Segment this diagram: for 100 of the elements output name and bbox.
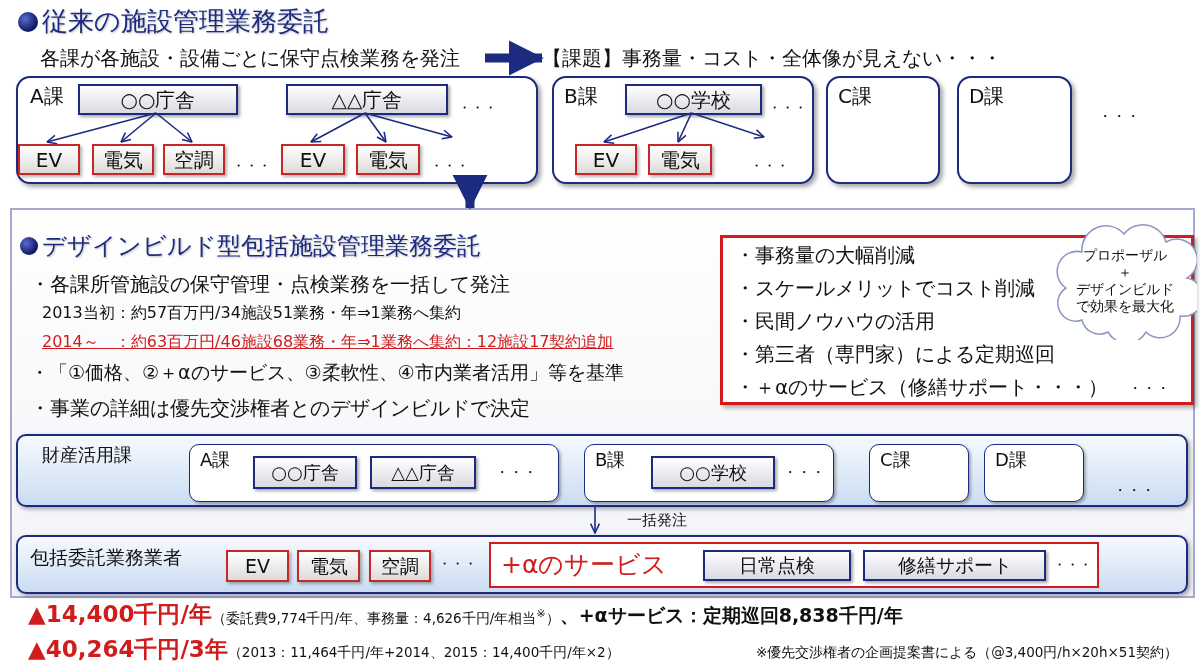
arrow [46, 112, 157, 145]
bullet-text: ・＋αのサービス（修繕サポート・・・） [735, 375, 1109, 399]
facility-box [253, 456, 357, 489]
callout-text: ＋ [1116, 264, 1133, 281]
section-box [16, 76, 538, 184]
contractor-band [16, 535, 1188, 594]
edge-label: 一括発注 [627, 511, 687, 530]
arrow [677, 112, 693, 143]
equipment-box [226, 550, 289, 582]
section-box [552, 76, 814, 184]
section-box [869, 444, 969, 502]
box-label: ○○学校 [656, 87, 731, 112]
section-heading: デザインビルド型包括施設管理業務委託 [42, 232, 481, 261]
box-label: 財産活用課 [42, 444, 132, 466]
equipment-box [575, 144, 637, 175]
equipment-box [281, 144, 345, 175]
arrow [155, 112, 193, 143]
section-box [984, 444, 1084, 502]
ellipsis: ・・・ [750, 158, 789, 174]
facility-box [863, 550, 1046, 581]
service-heading: +αのサービス [501, 550, 668, 580]
ellipsis: ・・・ [458, 100, 497, 116]
arrow [690, 112, 765, 139]
equipment-box [369, 550, 431, 582]
note-text: 2013当初：約57百万円/34施設51業務・年⇒1業務へ集約 [42, 303, 461, 323]
note-text: 2014～ ：約63百万円/46施設68業務・年⇒1業務へ集約：12施設17契約追加 [42, 332, 614, 352]
ellipsis: ・・・ [1098, 108, 1140, 126]
bullet-text: ・事務量の大幅削減 [735, 243, 915, 267]
bullet-text: ・事業の詳細は優先交渉権者とのデザインビルドで決定 [30, 396, 530, 420]
note-text: 、+αサービス：定期巡回8,838千円/年 [559, 603, 903, 628]
ellipsis: ・・・ [495, 464, 537, 481]
ellipsis: ・・・ [1113, 482, 1155, 499]
arrow [589, 504, 601, 534]
ellipsis: ・・・ [783, 464, 825, 481]
ellipsis: ・・・ [232, 158, 271, 174]
box-label: D課 [995, 449, 1027, 471]
box-label: EV [299, 147, 327, 172]
note-text: （2013：11,464千円/年+2014、2015：14,400千円/年×2） [227, 644, 620, 660]
ellipsis: ・・・ [1053, 557, 1092, 573]
box-label: A課 [30, 84, 64, 108]
arrow [364, 112, 453, 140]
box-label: △△庁舎 [391, 461, 455, 484]
equipment-box [92, 144, 154, 175]
box-label: D課 [969, 84, 1005, 108]
box-label: C課 [880, 449, 911, 471]
box-label: 空調 [174, 147, 214, 172]
arrow [310, 112, 366, 143]
bullet-text: ・民間ノウハウの活用 [735, 309, 935, 333]
bullet-text: ・各課所管施設の保守管理・点検業務を一括して発注 [30, 272, 510, 296]
box-label: ○○庁舎 [271, 461, 339, 484]
arrow [603, 112, 693, 144]
arrow [364, 112, 387, 143]
ellipsis: ・・・ [438, 556, 477, 572]
note-text: ※優先交渉権者の企画提案書による（@3,400円/h×20h×51契約） [755, 644, 1178, 662]
page-title: 従来の施設管理業務委託 [42, 6, 329, 38]
box-label: A課 [200, 449, 231, 471]
facility-box [78, 84, 238, 115]
callout-text: デザインビルドで効果を最大化 [1074, 281, 1175, 315]
saving-figure: ▲14,400千円/年 [28, 600, 212, 629]
ellipsis: ・・・ [430, 158, 469, 174]
ellipsis: ・・・ [768, 100, 807, 116]
section-box [584, 444, 834, 502]
facility-box [651, 456, 775, 489]
box-label: 空調 [381, 554, 419, 578]
box-label: C課 [838, 84, 872, 108]
equipment-box [18, 144, 80, 175]
equipment-box [648, 144, 712, 175]
facility-box [625, 84, 762, 115]
arrow [120, 112, 157, 143]
section-box [826, 76, 940, 184]
department-band [16, 434, 1188, 507]
box-label: B課 [564, 84, 598, 108]
section-box [957, 76, 1072, 184]
box-label: ○○学校 [679, 461, 747, 484]
ellipsis: ・・・ [1128, 380, 1170, 397]
box-label: B課 [595, 449, 626, 471]
note-text: （委託費9,774千円/年、事務量：4,626千円/年相当$^{※}$） [211, 606, 560, 627]
caption-text: 各課が各施設・設備ごとに保守点検業務を発注 [40, 44, 485, 72]
box-label: 修繕サポート [897, 554, 1012, 577]
facility-box [370, 456, 476, 489]
section-box [189, 444, 559, 502]
box-label: 日常点検 [739, 554, 815, 577]
bullet-text: ・スケールメリットでコスト削減 [735, 276, 1035, 300]
box-label: 電気 [368, 147, 408, 172]
caption-text: 【課題】事務量・コスト・全体像が見えない・・・ [542, 44, 1012, 72]
content-panel [10, 208, 1195, 598]
box-label: 電気 [660, 147, 700, 172]
box-label: △△庁舎 [331, 87, 403, 112]
service-box [489, 542, 1099, 588]
bullet-text: ・第三者（専門家）による定期巡回 [735, 342, 1055, 366]
saving-figure: ▲40,264千円/3年 [28, 635, 228, 664]
equipment-box [356, 144, 420, 175]
bullet-text: ・「①価格、②＋αのサービス、③柔軟性、④市内業者活用」等を基準 [30, 361, 624, 384]
arrow [485, 40, 544, 76]
facility-box [703, 550, 851, 581]
box-label: 電気 [103, 147, 143, 172]
arrow [452, 174, 488, 210]
facility-box [286, 84, 448, 115]
equipment-box [297, 550, 360, 582]
box-label: 包括委託業務業者 [30, 546, 182, 569]
